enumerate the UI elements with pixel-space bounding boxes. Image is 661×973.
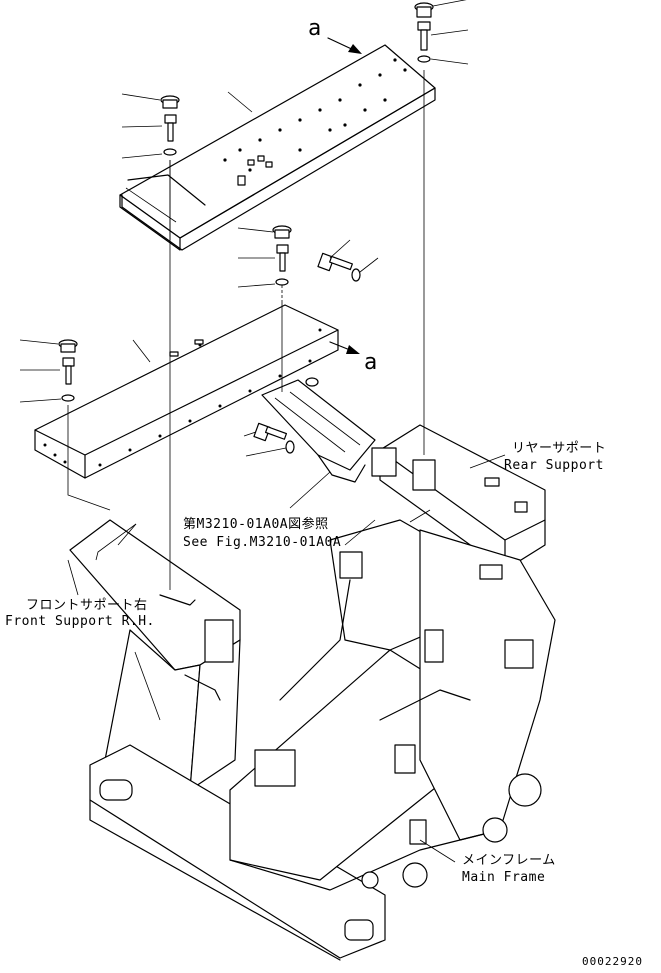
see-fig-label-en: See Fig.M3210-01A0A [183,535,342,550]
main-frame [89,519,556,961]
front-support-rh [69,519,241,796]
leader-lines [67,91,506,863]
fastener-set-upper-right [414,0,469,65]
document-number: 00022920 [582,955,643,968]
main-frame-label-en: Main Frame [462,870,546,885]
main-frame-label-jp: メインフレーム [462,853,556,868]
view-a-callout-top: a [308,16,322,41]
rear-support-label-jp: リヤーサポート [512,441,607,456]
upper-cover-plate [119,44,436,251]
view-a-callout-middle: a [364,350,378,375]
front-support-label-jp: フロントサポート右 [26,598,148,613]
side-bolt-lower [243,422,295,457]
view-a-arrows [327,37,362,354]
side-bolt-upper [317,239,379,282]
bracket-assembly [261,377,376,483]
fastener-set-middle [237,225,292,300]
assembly-guide-lines [67,70,425,590]
front-support-label-en: Front Support R.H. [5,614,155,629]
fastener-set-left [19,339,78,403]
fastener-set-upper-left [121,93,180,159]
rear-support-label-en: Rear Support [504,458,604,473]
see-fig-label-jp: 第M3210-01A0A図参照 [183,517,329,532]
